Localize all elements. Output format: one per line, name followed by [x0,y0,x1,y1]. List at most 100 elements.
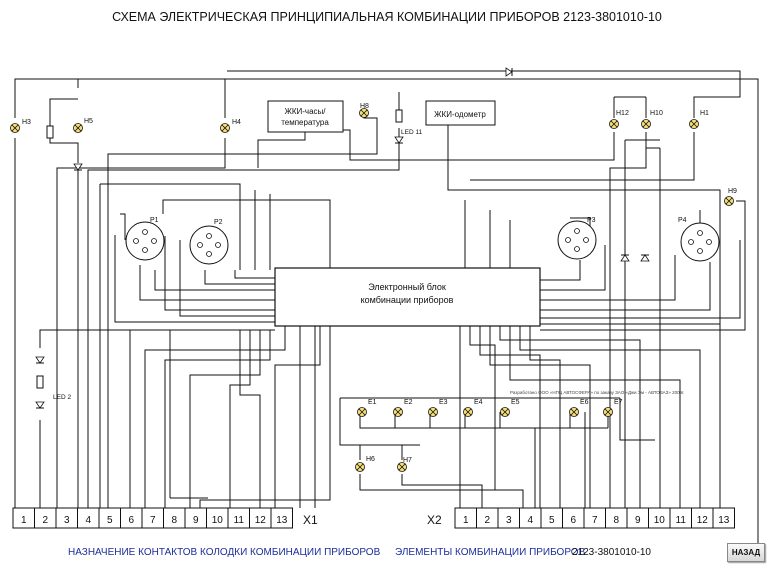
wire [257,132,306,168]
indicator-lamp-h7 [397,462,407,472]
wire [234,270,275,279]
wire [540,255,676,301]
pin-number: 4 [527,515,533,526]
gauge-pin [142,229,148,235]
gauge-pin [215,242,221,248]
wire [519,326,701,508]
pin-number: 10 [654,515,666,526]
wire [609,132,647,510]
lamp-cross [570,408,578,416]
wire [540,240,741,319]
indicator-lamp-h9 [724,196,734,206]
element-label-e4: E4 [474,399,483,406]
diode-right [640,254,650,262]
pin-number: 6 [570,515,576,526]
gauge-pin [697,230,703,236]
wire [343,129,615,161]
wire [56,138,226,508]
indicator-lamp-h4 [220,123,230,133]
central-block [274,267,541,327]
pin-number: 8 [613,515,619,526]
gauge-pin [206,251,212,257]
lamp-label-h6: H6 [366,456,375,463]
lamp-label-h5: H5 [84,118,93,125]
gauge-pin [565,237,571,243]
gauge-body [125,221,165,261]
diode-symbol [640,254,650,262]
wire [14,78,759,545]
wire [540,200,746,331]
indicator-lamp-e4 [463,407,473,417]
wire [227,70,741,118]
wire [144,326,286,508]
connector-x1-label: X1 [303,513,318,527]
diode-top [505,67,513,77]
led2-symbol [35,401,45,409]
lamp-label-h12: H12 [616,110,629,117]
gauge-body [189,225,229,265]
indicator-lamp-h3 [10,123,20,133]
diode-left [620,254,630,262]
gauge-pin [142,247,148,253]
pin-number: 10 [212,515,224,526]
gauge-pin [697,248,703,254]
lamp-cross [356,463,364,471]
gauge-p1 [125,221,165,261]
indicator-lamp-h10 [641,119,651,129]
wire [204,270,275,285]
wire [139,265,275,301]
wire [540,260,581,281]
lamp-cross [642,120,650,128]
pin-number: 8 [171,515,177,526]
lamp-cross [464,408,472,416]
contacts-assignment-link[interactable]: НАЗНАЧЕНИЕ КОНТАКТОВ КОЛОДКИ КОМБИНАЦИИ … [68,547,381,558]
pin-number: 3 [506,515,512,526]
diode-symbol [73,163,83,171]
wire [339,398,420,446]
pin-number: 2 [484,515,490,526]
led11-symbol [394,136,404,144]
lamp-cross [398,463,406,471]
lamp-label-h7: H7 [403,457,412,464]
lamp-label-h4: H4 [232,119,241,126]
back-button[interactable]: НАЗАД [727,543,765,562]
lamp-label-h3: H3 [22,119,31,126]
wire [49,98,78,120]
pin-number: 7 [150,515,156,526]
pin-number: 1 [463,515,469,526]
gauge-label-p2: P2 [214,219,223,226]
pin-number: 1 [21,515,27,526]
lamp-label-h10: H10 [650,110,663,117]
gauge-p2 [189,225,229,265]
lamp-cross [690,120,698,128]
wire [199,326,331,508]
wire [162,199,331,268]
central-block-title: Электронный блок [368,282,446,292]
diode-symbol [505,67,513,77]
resistor-h5 [46,125,54,139]
lamp-cross [394,408,402,416]
wire [540,262,711,311]
instrument-elements-link[interactable]: ЭЛЕМЕНТЫ КОМБИНАЦИИ ПРИБОРОВ [395,547,586,558]
resistor-led2 [36,375,44,389]
indicator-lamp-h1 [689,119,699,129]
lamp-cross [221,124,229,132]
gauge-body [680,222,720,262]
lamp-cross [429,408,437,416]
gauge-pin [583,237,589,243]
lamp-cross [725,197,733,205]
gauge-pin [133,238,139,244]
lamp-cross [74,124,82,132]
wire [154,270,275,291]
diagram-title: СХЕМА ЭЛЕКТРИЧЕСКАЯ ПРИНЦИПИАЛЬНАЯ КОМБИ… [112,10,662,24]
wire [359,474,500,491]
wire [100,183,241,270]
gauge-body [557,220,597,260]
gauge-pin [706,239,712,245]
diode-symbol [35,356,45,364]
lcd-clock-line1: ЖКИ-часы/ [284,107,326,116]
pin-number: 5 [549,515,555,526]
diode-symbol [394,136,404,144]
